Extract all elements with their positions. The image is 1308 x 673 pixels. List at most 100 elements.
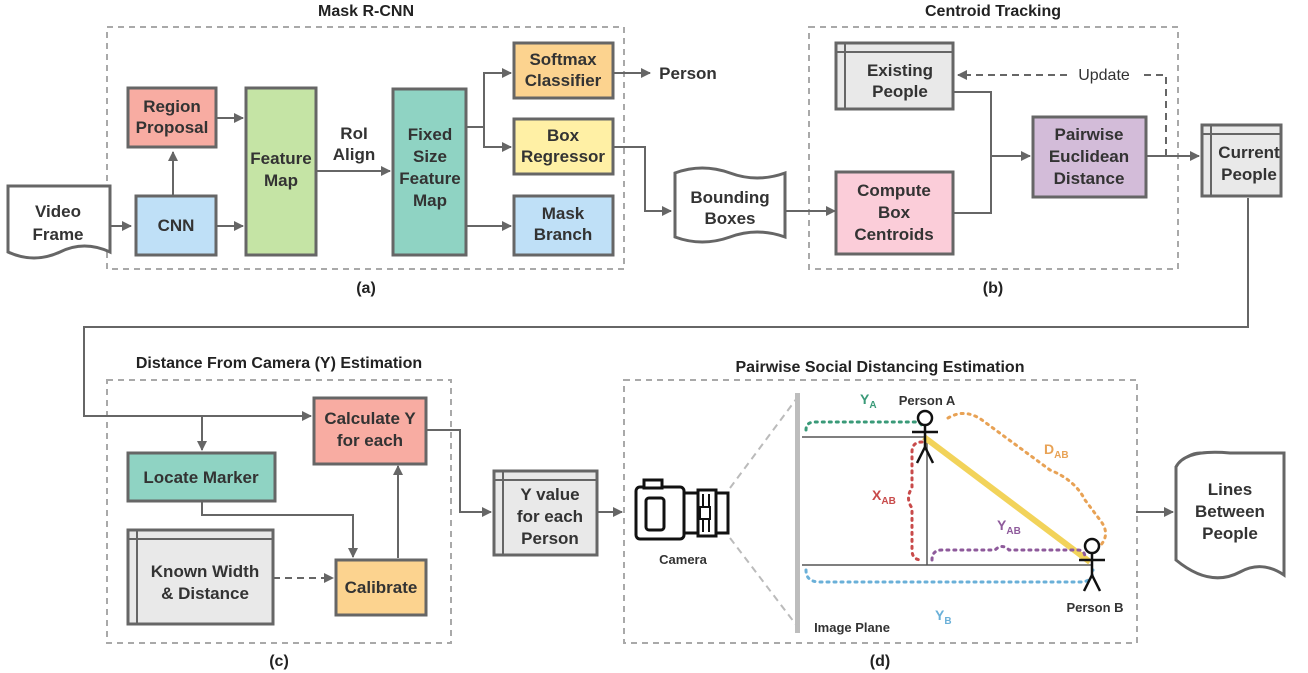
dab-label: DAB — [1044, 441, 1069, 461]
arrow-locate-calibrate — [201, 502, 358, 558]
connectors — [83, 68, 1249, 583]
video-frame-label-1: Video — [35, 202, 81, 221]
lines-between-label-2: Between — [1195, 502, 1265, 521]
calculate-y-label-2: for each — [337, 431, 403, 450]
known-width-label-2: & Distance — [161, 584, 249, 603]
section-b-title: Centroid Tracking — [925, 3, 1061, 20]
arrow-existing-pairwise — [953, 91, 1031, 161]
lines-between-people-shape — [1174, 450, 1286, 580]
arrow-compute-pairwise — [953, 156, 992, 214]
section-d-frame — [623, 379, 1138, 644]
compute-centroids-label-2: Box — [878, 203, 911, 222]
lines-between-label-1: Lines — [1208, 480, 1252, 499]
calibrate-label: Calibrate — [345, 578, 418, 597]
update-label: Update — [1078, 67, 1130, 84]
person-b-icon — [1079, 537, 1105, 592]
distance-line-ab — [922, 434, 1092, 565]
locate-marker-label: Locate Marker — [143, 468, 259, 487]
ya-label: YA — [860, 391, 877, 411]
video-frame-label-2: Frame — [32, 225, 83, 244]
existing-people-label-2: People — [872, 82, 928, 101]
camera-label: Camera — [659, 552, 707, 567]
person-a-label: Person A — [899, 393, 956, 408]
section-c-title: Distance From Camera (Y) Estimation — [136, 355, 422, 372]
mask-branch-label-1: Mask — [542, 204, 585, 223]
person-output-label: Person — [659, 64, 717, 83]
calculate-y-node — [312, 396, 428, 466]
section-a-title: Mask R-CNN — [318, 3, 414, 20]
fixed-size-label-3: Feature — [399, 169, 460, 188]
current-people-label-1: Current — [1218, 143, 1280, 162]
existing-people-node — [834, 41, 955, 111]
person-b-label: Person B — [1066, 600, 1123, 615]
section-d-title: Pairwise Social Distancing Estimation — [736, 359, 1025, 376]
region-proposal-label-2: Proposal — [136, 118, 209, 137]
fixed-size-label-4: Map — [413, 191, 447, 210]
bounding-boxes-label-2: Boxes — [704, 209, 755, 228]
arrow-fixed-regressor — [483, 127, 512, 152]
view-cone-top — [729, 397, 798, 489]
camera-icon — [634, 478, 730, 541]
arrow-current-calc — [83, 198, 1249, 421]
lines-between-label-3: People — [1202, 524, 1258, 543]
calibrate-node — [334, 558, 428, 617]
known-width-distance-node — [126, 528, 275, 626]
bounding-boxes-node — [673, 166, 787, 244]
section-a-caption: (a) — [356, 280, 376, 297]
arrow-update — [957, 70, 1167, 156]
pairwise-euclidean-node — [1031, 115, 1148, 199]
xab-label: XAB — [872, 487, 896, 507]
pairwise-label-1: Pairwise — [1055, 125, 1124, 144]
image-plane-label: Image Plane — [814, 620, 890, 635]
pairwise-label-2: Euclidean — [1049, 147, 1129, 166]
compute-centroids-label-3: Centroids — [854, 225, 933, 244]
yb-label: YB — [935, 607, 952, 627]
fixed-size-label-1: Fixed — [408, 125, 452, 144]
roi-align-label-2: Align — [333, 145, 376, 164]
calculate-y-label-1: Calculate Y — [324, 409, 416, 428]
section-d-caption: (d) — [870, 653, 890, 670]
yab-brace — [930, 545, 1087, 562]
softmax-label-1: Softmax — [529, 50, 597, 69]
feature-map-label-1: Feature — [250, 149, 311, 168]
region-proposal-label-1: Region — [143, 97, 201, 116]
current-people-node — [1200, 123, 1283, 198]
fixed-size-label-2: Size — [413, 147, 447, 166]
cnn-label: CNN — [158, 216, 195, 235]
yb-brace — [804, 568, 1095, 584]
bounding-boxes-label-1: Bounding — [690, 188, 769, 207]
current-people-label-2: People — [1221, 165, 1277, 184]
ya-brace — [804, 420, 924, 432]
section-b-caption: (b) — [983, 280, 1003, 297]
locate-marker-node — [126, 451, 277, 503]
box-regressor-label-1: Box — [547, 126, 580, 145]
section-b-frame — [808, 26, 1179, 270]
section-c-caption: (c) — [269, 653, 289, 670]
arrow-fixed-softmax — [466, 68, 512, 128]
arrow-calc-yvalue — [426, 429, 492, 517]
known-width-label-1: Known Width — [151, 562, 259, 581]
region-proposal-node — [126, 86, 218, 149]
mask-branch-node — [512, 194, 615, 257]
section-c-frame — [106, 379, 452, 644]
image-plane-bar — [795, 393, 800, 633]
y-value-label-1: Y value — [520, 485, 579, 504]
dab-brace — [946, 412, 1107, 550]
yab-label: YAB — [997, 517, 1021, 537]
compute-centroids-label-1: Compute — [857, 181, 931, 200]
box-regressor-node — [512, 117, 615, 176]
arrow-regressor-bboxes — [613, 146, 672, 216]
fixed-size-feature-map-node — [391, 87, 468, 257]
y-value-label-3: Person — [521, 529, 579, 548]
y-value-node — [492, 469, 599, 557]
pairwise-label-3: Distance — [1054, 169, 1125, 188]
person-a-icon — [912, 409, 938, 464]
existing-people-label-1: Existing — [867, 61, 933, 80]
feature-map-label-2: Map — [264, 171, 298, 190]
mask-branch-label-2: Branch — [534, 225, 593, 244]
feature-map-node — [244, 86, 318, 257]
update-label-bg — [1070, 66, 1140, 84]
box-regressor-label-2: Regressor — [521, 147, 605, 166]
compute-centroids-node — [834, 170, 955, 256]
